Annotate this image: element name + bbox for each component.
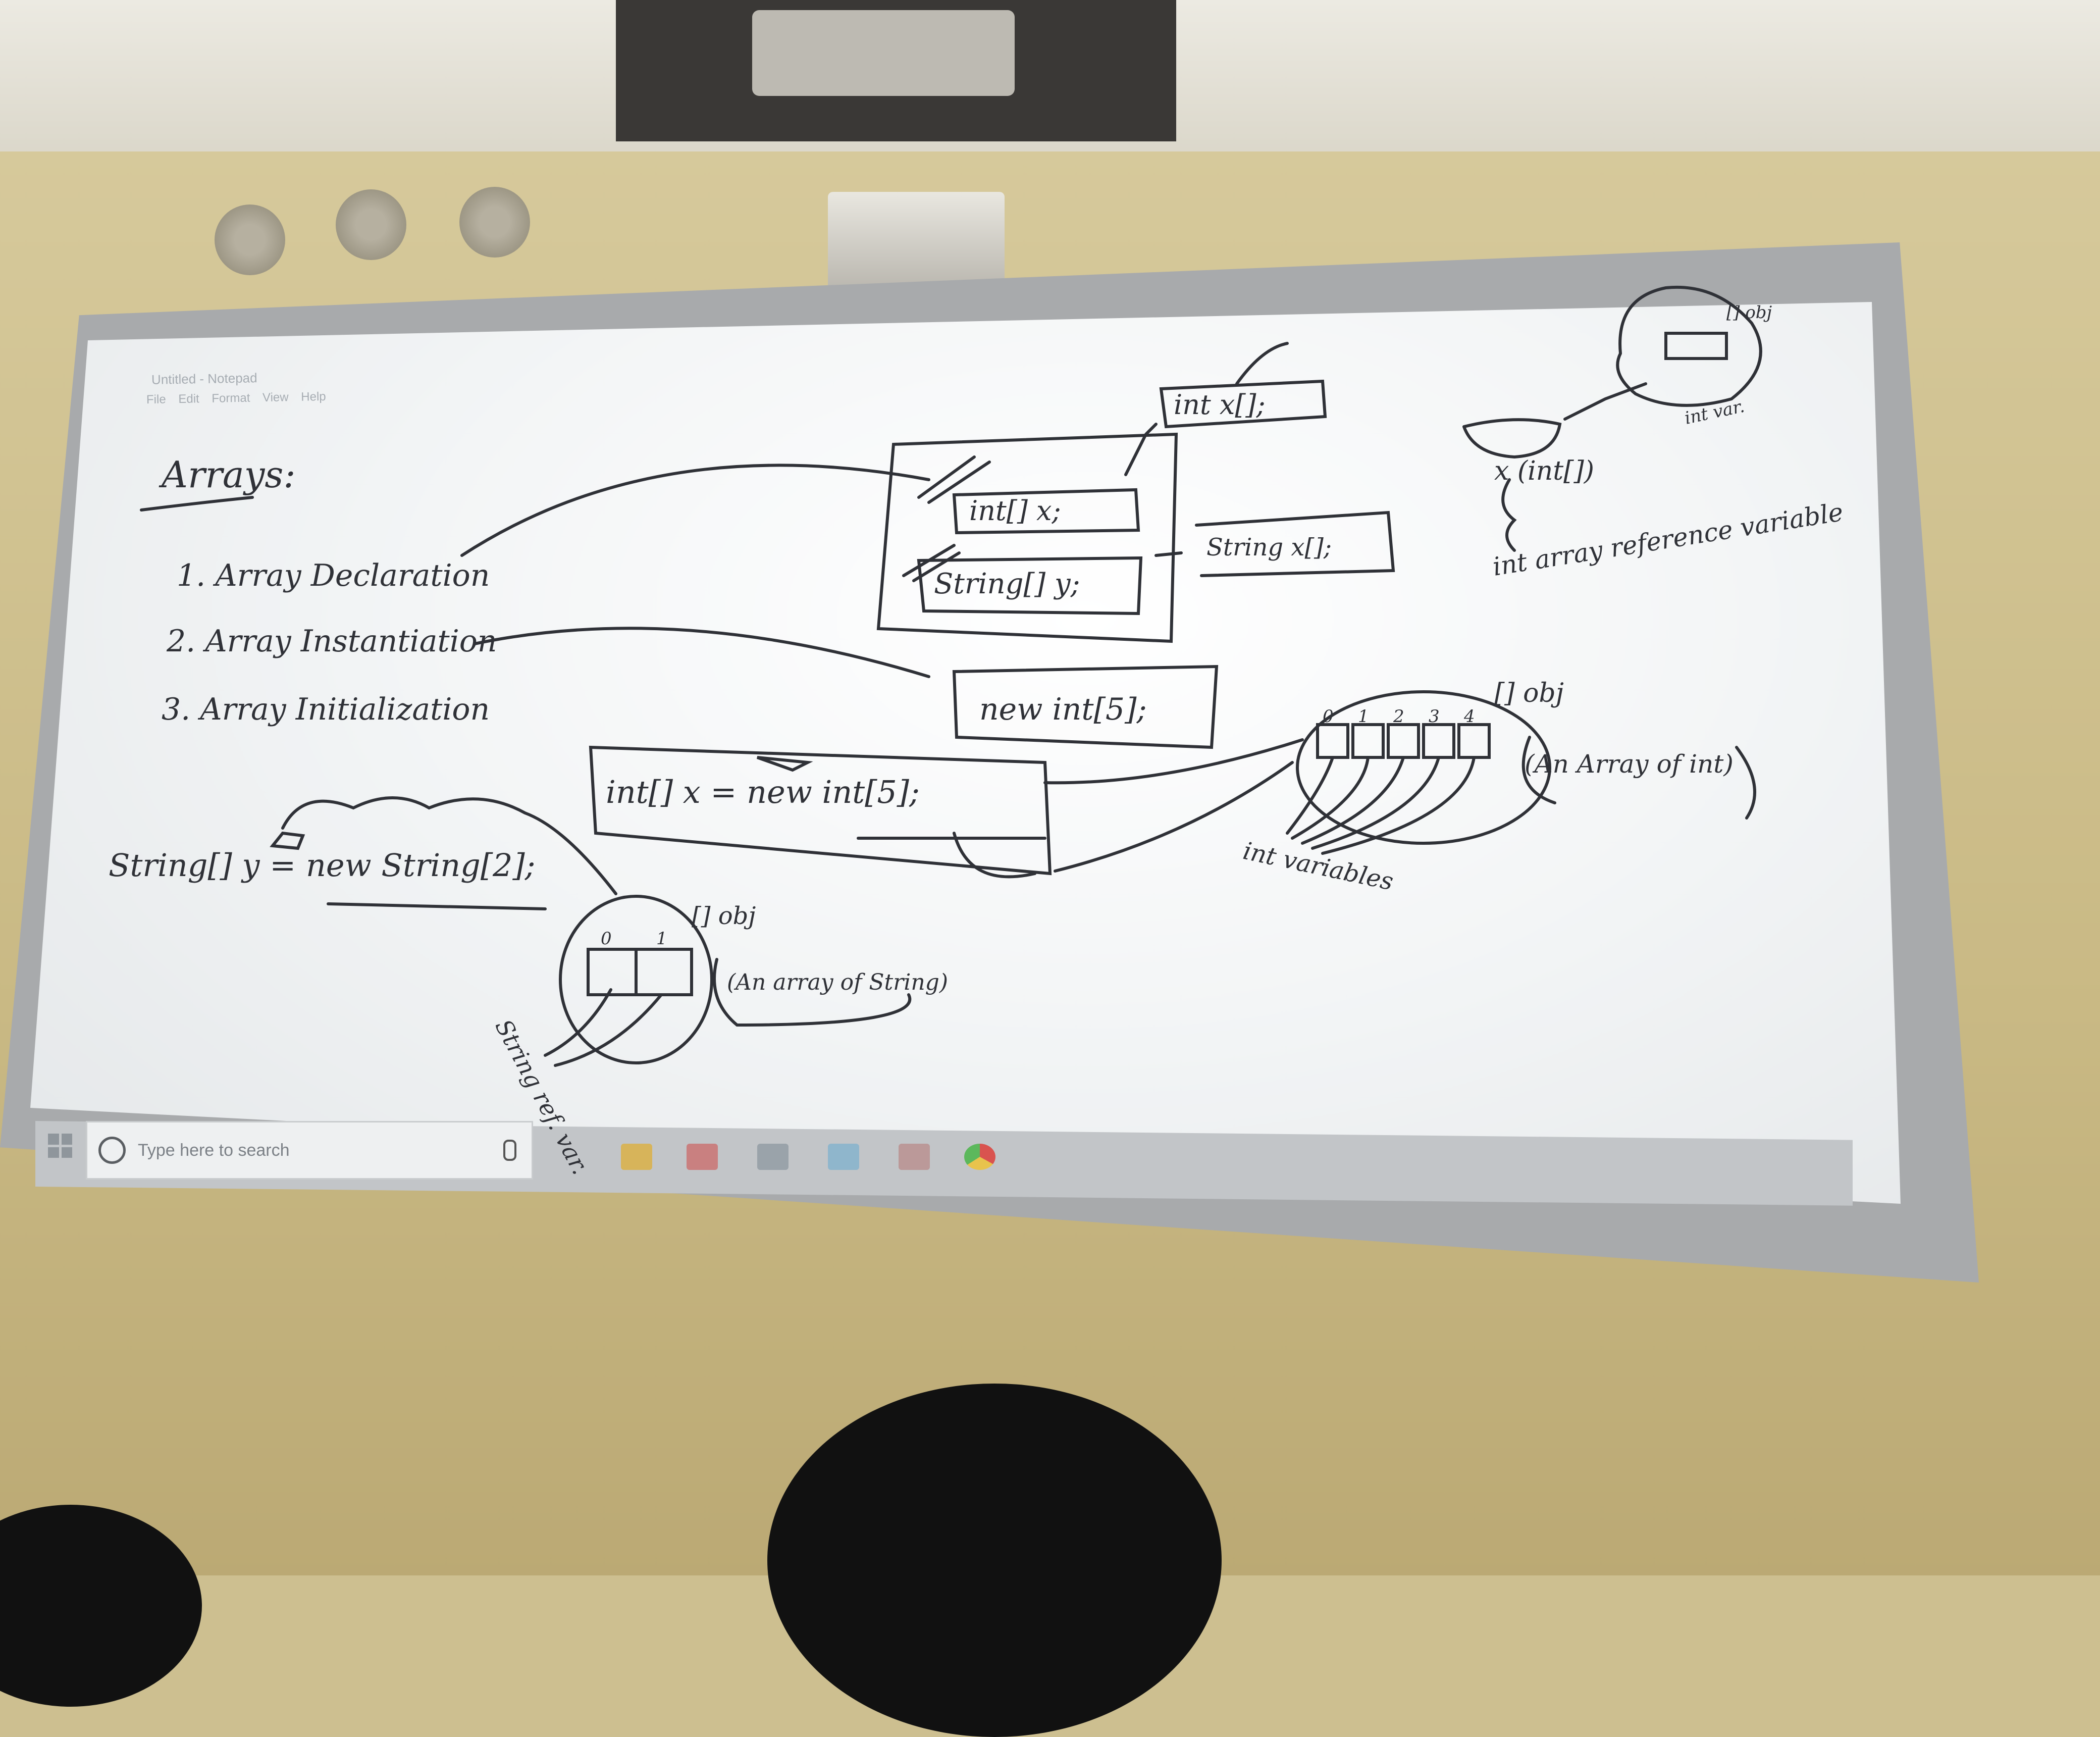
- box-int-x: int x[];: [1174, 389, 1266, 421]
- student-head: [767, 1384, 1222, 1737]
- list-item-instantiation: 2. Array Instantiation: [166, 624, 497, 659]
- box-string-x: String x[];: [1206, 533, 1332, 561]
- window-icon[interactable]: [757, 1144, 789, 1170]
- snipping-icon[interactable]: [899, 1144, 930, 1170]
- cloud-int-var-label: int var.: [1683, 396, 1747, 429]
- ref-desc-label: int array reference variable: [1491, 497, 1845, 582]
- whiteboard: [30, 302, 1901, 1204]
- list-item-declaration: 1. Array Declaration: [177, 558, 490, 593]
- short-throw-projector: [828, 192, 1005, 293]
- cortana-icon: [98, 1137, 126, 1164]
- string-obj-label: [] obj: [692, 902, 756, 930]
- string-obj-desc: (An array of String): [727, 969, 948, 995]
- int-obj-desc: (An Array of int): [1525, 749, 1734, 779]
- int-index: 2: [1393, 706, 1404, 727]
- list-item-initialization: 3. Array Initialization: [162, 692, 490, 727]
- ceiling-speaker: [336, 189, 406, 260]
- stmt-string-array: String[] y = new String[2];: [109, 847, 536, 884]
- string-index: 1: [656, 929, 667, 949]
- string-index: 0: [601, 929, 612, 949]
- stmt-int-array: int[] x = new int[5];: [606, 774, 920, 810]
- projector-body: [752, 10, 1015, 96]
- ref-type-label: x (int[]): [1494, 456, 1594, 486]
- box-decl-string: String[] y;: [934, 568, 1080, 600]
- cloud-obj-label: [] obj: [1726, 302, 1772, 323]
- file-explorer-icon[interactable]: [621, 1144, 652, 1170]
- ceiling-speaker: [215, 205, 285, 275]
- notepad-icon[interactable]: [828, 1144, 859, 1170]
- windows-start-icon[interactable]: [48, 1134, 72, 1158]
- int-obj-label: [] obj: [1494, 678, 1564, 708]
- search-placeholder: Type here to search: [138, 1140, 290, 1160]
- taskbar-search-input[interactable]: Type here to search: [86, 1121, 533, 1180]
- chrome-icon[interactable]: [964, 1144, 995, 1170]
- whiteboard-ink: Arrays: 1. Array Declaration 2. Array In…: [109, 285, 1845, 1179]
- paint-icon[interactable]: [687, 1144, 718, 1170]
- ceiling-speaker: [459, 187, 530, 258]
- int-index: 4: [1463, 706, 1475, 727]
- int-index: 1: [1358, 706, 1369, 727]
- string-ref-label: String ref. var.: [490, 1015, 594, 1179]
- box-decl-int: int[] x;: [969, 495, 1061, 527]
- board-heading: Arrays:: [159, 453, 296, 496]
- box-new-int: new int[5];: [979, 692, 1147, 727]
- microphone-icon[interactable]: [503, 1140, 516, 1161]
- int-index: 0: [1323, 706, 1334, 727]
- int-index: 3: [1429, 706, 1440, 727]
